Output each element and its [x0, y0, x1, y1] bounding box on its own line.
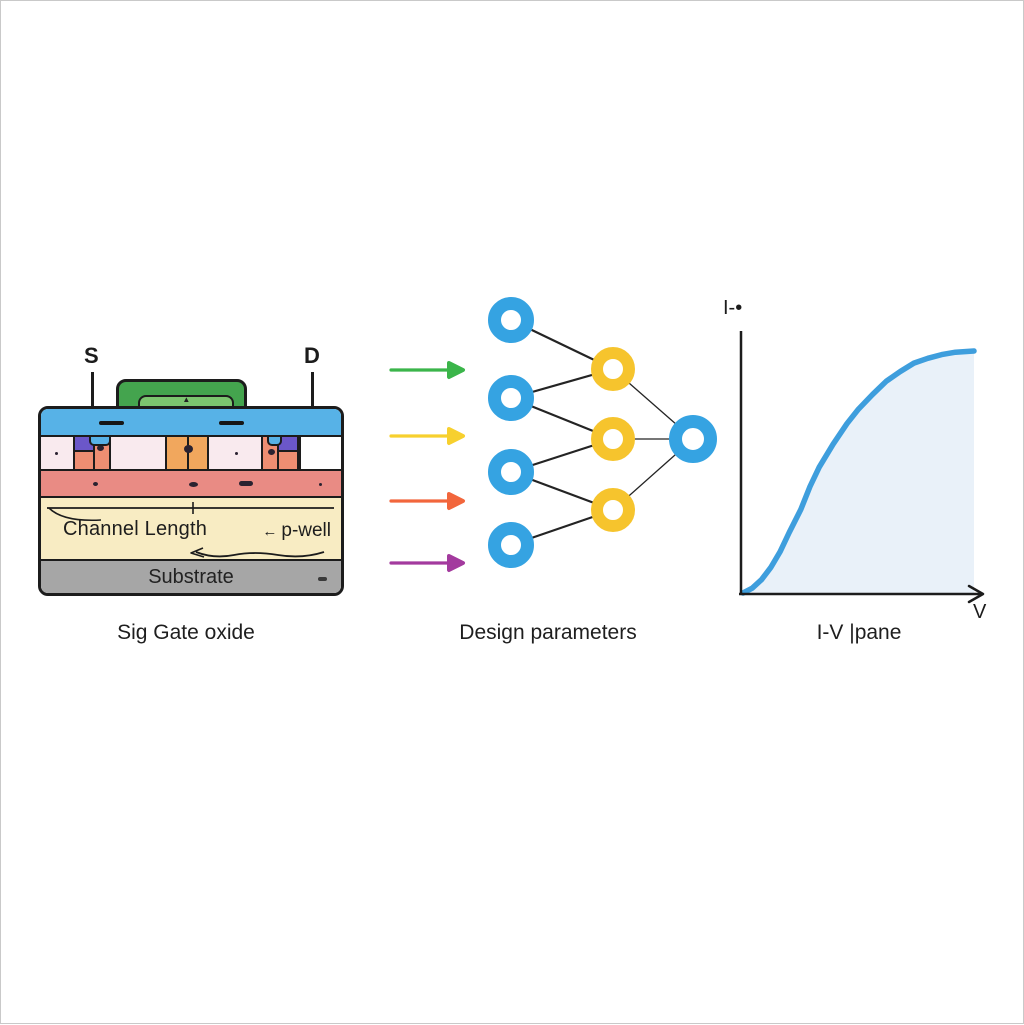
network-node-i1 — [488, 297, 534, 343]
speck — [235, 452, 238, 455]
drain-contact-block — [279, 437, 299, 469]
source-lead-line — [91, 372, 94, 412]
diffusion-region-row — [41, 435, 341, 469]
diffusion-block — [111, 437, 167, 469]
device-body: Channel Length ← p-well Substrate — [38, 406, 344, 596]
metal-via — [267, 437, 282, 446]
channel-layer — [41, 469, 341, 496]
diffusion-block — [209, 437, 263, 469]
metal-via — [89, 437, 111, 446]
caption-network: Design parameters — [459, 621, 637, 644]
pwell-label: p-well — [281, 520, 331, 541]
network-node-h1 — [591, 347, 635, 391]
diffusion-block — [299, 437, 301, 469]
speck — [55, 452, 58, 455]
network-node-i4 — [488, 522, 534, 568]
channel-contact-block — [184, 437, 209, 469]
speck — [239, 481, 253, 486]
y-axis-label: I-• — [723, 297, 743, 319]
network-node-h3 — [591, 488, 635, 532]
diffusion-block — [41, 437, 75, 469]
drain-terminal-label: D — [304, 343, 320, 368]
speck — [97, 445, 104, 451]
speck — [189, 482, 198, 487]
speck — [319, 483, 322, 486]
substrate-mark — [318, 577, 327, 581]
substrate-label: Substrate — [148, 565, 234, 588]
caption-mosfet: Sig Gate oxide — [117, 621, 255, 644]
gate-marker-icon: ▲ — [182, 395, 191, 404]
pwell-label-group: ← p-well — [262, 520, 331, 542]
metal-contact-mark — [219, 421, 244, 425]
contact-plug — [279, 437, 297, 452]
substrate-layer: Substrate — [41, 559, 341, 593]
pwell-layer: Channel Length ← p-well — [41, 496, 341, 559]
input-arrow-green-head-icon — [447, 361, 465, 379]
channel-length-label: Channel Length — [63, 518, 208, 540]
input-arrow-yellow-head-icon — [447, 427, 465, 445]
input-arrow-purple-head-icon — [447, 554, 465, 572]
speck — [268, 449, 275, 455]
channel-contact-block — [167, 437, 189, 469]
iv-curve-fill — [743, 351, 974, 593]
network-node-h2 — [591, 417, 635, 461]
network-node-o1 — [669, 415, 717, 463]
drain-lead-line — [311, 372, 314, 412]
source-terminal-label: S — [84, 343, 99, 368]
iv-curve — [740, 348, 977, 596]
metal-contact-mark — [99, 421, 124, 425]
dimension-lines — [47, 502, 334, 558]
pwell-arrow-icon: ← — [262, 522, 278, 540]
speck — [93, 482, 98, 486]
x-axis-label: V — [973, 601, 987, 623]
contact-plug — [75, 437, 93, 452]
metal-layer — [41, 409, 341, 435]
speck — [184, 445, 193, 453]
x-axis-arrow-icon — [967, 584, 985, 604]
network-node-i2 — [488, 375, 534, 421]
input-arrow-orange-head-icon — [447, 492, 465, 510]
mosfet-cross-section: S D ▲ — [38, 341, 344, 599]
network-node-i3 — [488, 449, 534, 495]
caption-iv-plot: I-V |pane — [816, 621, 902, 644]
